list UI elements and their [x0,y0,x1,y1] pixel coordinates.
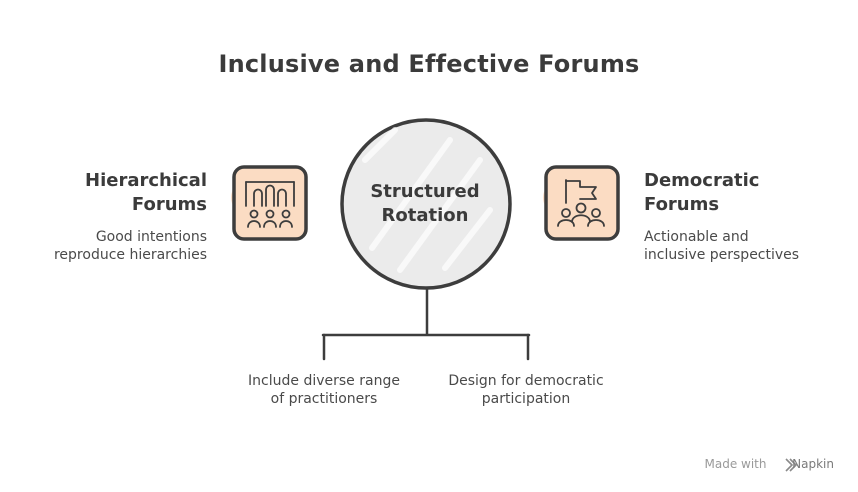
branch-label-participation: Design for democratic participation [426,372,626,408]
diagram-title: Inclusive and Effective Forums [218,50,640,78]
branch-label-practitioners-line1: Include diverse range [248,373,400,389]
branch-label-practitioners: Include diverse range of practitioners [224,372,424,408]
left-description-line1: Good intentions [95,229,207,245]
branch-label-participation-line2: participation [481,391,571,407]
right-heading: Democratic Forums [644,169,834,217]
left-heading: Hierarchical Forums [17,169,207,217]
right-description-line1: Actionable and [644,229,749,245]
branch-connector [321,286,531,361]
made-with-napkin-watermark[interactable]: Made with Napkin [705,457,834,471]
flag-people-icon [543,165,620,241]
right-description-line2: inclusive perspectives [644,247,800,263]
branch-label-participation-line1: Design for democratic [448,373,604,389]
right-heading-line2: Forums [644,194,720,215]
branch-label-practitioners-line2: of practitioners [270,391,378,407]
center-label: Structured Rotation [345,180,505,228]
center-circle [340,118,512,290]
right-heading-line1: Democratic [644,170,760,191]
center-label-line1: Structured [370,181,480,202]
watermark-brand: Napkin [792,457,834,471]
napkin-logo-icon [785,458,798,472]
right-description: Actionable and inclusive perspectives [644,228,844,264]
left-description: Good intentions reproduce hierarchies [7,228,207,264]
left-description-line2: reproduce hierarchies [53,247,207,263]
watermark-prefix: Made with [704,457,767,471]
center-label-line2: Rotation [381,205,469,226]
left-heading-line1: Hierarchical [85,170,207,191]
hierarchy-people-icon [231,165,308,241]
left-heading-line2: Forums [131,194,207,215]
